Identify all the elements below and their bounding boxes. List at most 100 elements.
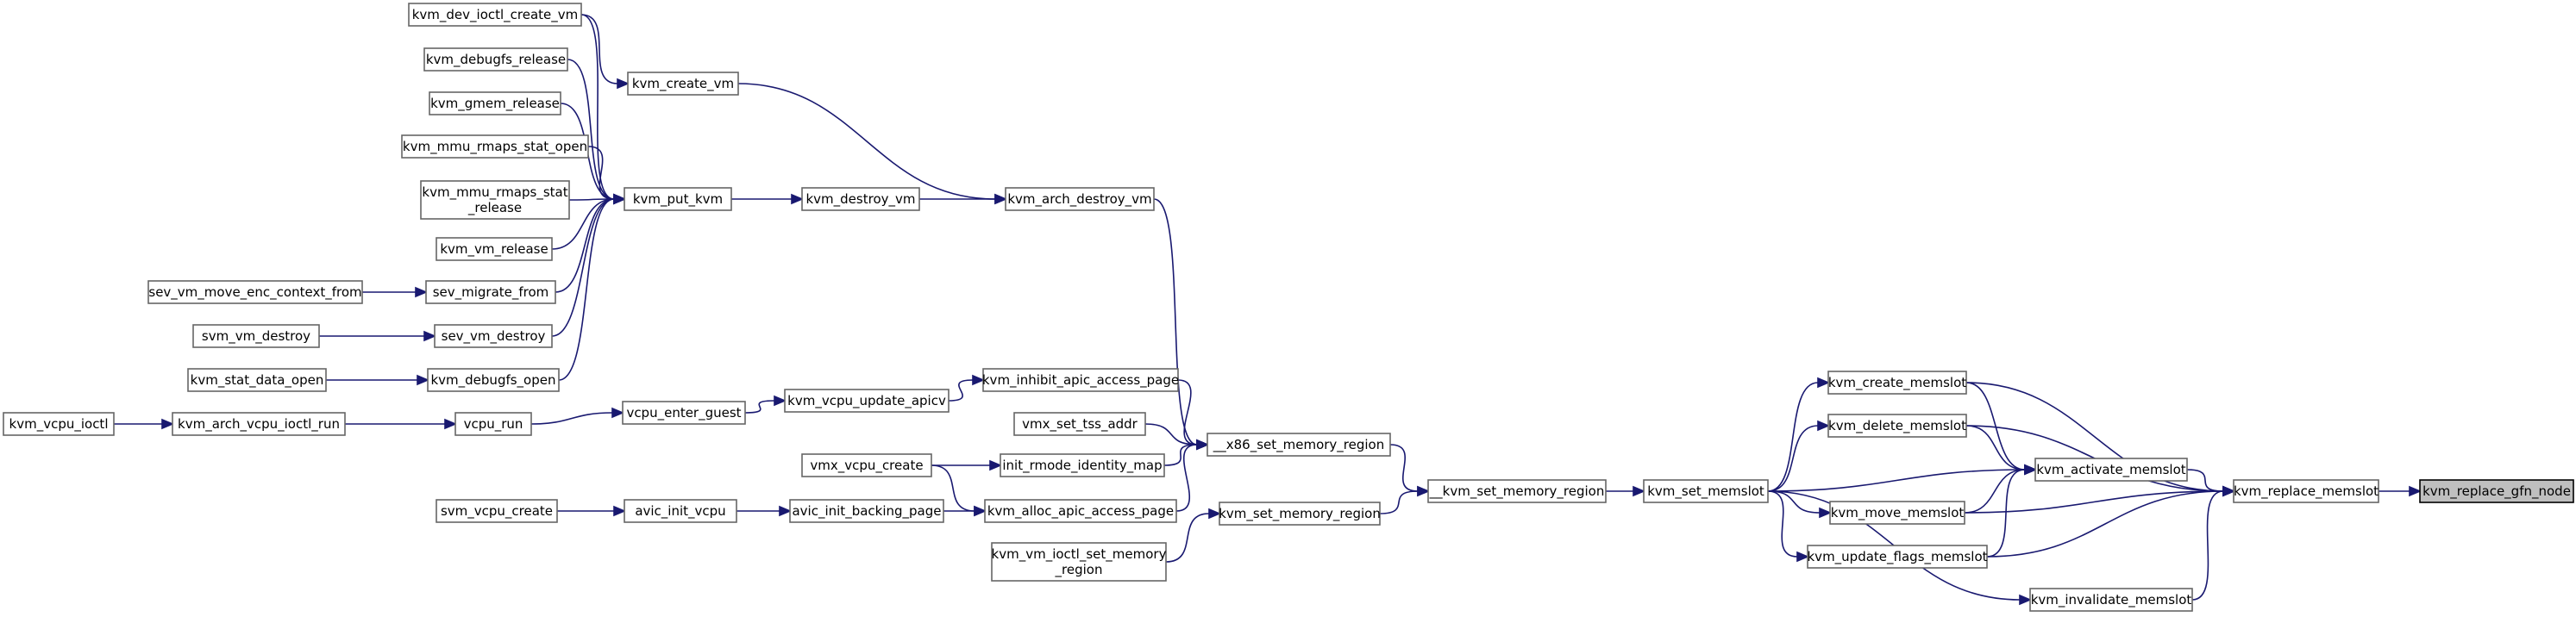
edge-vcpu-run-to-vcpu-enter-guest — [530, 407, 625, 425]
node-kvm-stat-data-open[interactable]: kvm_stat_data_open — [187, 368, 327, 392]
edge-line — [1153, 198, 1198, 446]
node-vmx-vcpu-create[interactable]: vmx_vcpu_create — [801, 453, 932, 477]
edge-line — [1767, 490, 1798, 558]
edge-arrowhead — [2222, 485, 2236, 497]
node-kvm-mmu-rmaps-stat-release[interactable]: kvm_mmu_rmaps_stat_release — [420, 180, 570, 220]
node-kvm-vm-ioctl-set-memory-region[interactable]: kvm_vm_ioctl_set_memory_region — [991, 542, 1167, 582]
node-label: _release — [467, 200, 522, 216]
node-avic-init-vcpu[interactable]: avic_init_vcpu — [624, 499, 737, 523]
node-vcpu-enter-guest[interactable]: vcpu_enter_guest — [622, 401, 746, 425]
edge-arrowhead — [2024, 464, 2038, 476]
edge-line — [737, 83, 996, 200]
edge-line — [555, 198, 615, 293]
node-init-rmode-identity-map[interactable]: init_rmode_identity_map — [1000, 453, 1165, 477]
edge-arrowhead — [417, 374, 430, 386]
node-box — [172, 412, 346, 436]
edge-arrowhead — [1196, 439, 1210, 451]
edge-line — [1177, 379, 1198, 446]
node-kvm-vcpu-update-apicv[interactable]: kvm_vcpu_update_apicv — [784, 389, 950, 413]
node-label: _region — [1055, 562, 1103, 578]
node-label: __x86_set_memory_region — [1213, 437, 1385, 453]
node-label: __kvm_set_memory_region — [1429, 483, 1605, 500]
node-kvm-invalidate-memslot[interactable]: kvm_invalidate_memslot — [2029, 588, 2193, 612]
node-kvm-set-memory-region-inner[interactable]: __kvm_set_memory_region — [1427, 479, 1607, 503]
edge-kvm-set-memslot-to-kvm-move-memslot — [1767, 490, 1833, 519]
edge-kvm-arch-destroy-vm-to-x86-set-memory-region — [1153, 198, 1210, 451]
edge-line — [931, 464, 975, 512]
node-kvm-debugfs-release[interactable]: kvm_debugfs_release — [423, 47, 568, 72]
node-kvm-activate-memslot[interactable]: kvm_activate_memslot — [2034, 458, 2188, 482]
node-kvm-arch-vcpu-ioctl-run[interactable]: kvm_arch_vcpu_ioctl_run — [172, 412, 346, 436]
edge-arrowhead — [972, 374, 986, 386]
node-box — [434, 324, 553, 348]
edge-line — [587, 146, 615, 200]
node-kvm-replace-gfn-node[interactable]: kvm_replace_gfn_node — [2419, 479, 2574, 503]
edge-arrowhead — [1796, 551, 1810, 563]
node-kvm-set-memory-region[interactable]: kvm_set_memory_region — [1219, 502, 1381, 526]
node-label: kvm_mmu_rmaps_stat_open — [403, 139, 587, 155]
edge-vmx-vcpu-create-to-init-rmode-identity-map — [931, 459, 1003, 471]
edge-kvm-dev-ioctl-create-vm-to-kvm-put-kvm — [580, 14, 627, 205]
edge-line — [530, 412, 613, 425]
node-avic-init-backing-page[interactable]: avic_init_backing_page — [789, 499, 944, 523]
node-kvm-destroy-vm[interactable]: kvm_destroy_vm — [801, 187, 920, 211]
node-kvm-dev-ioctl-create-vm[interactable]: kvm_dev_ioctl_create_vm — [408, 3, 582, 27]
node-svm-vcpu-create[interactable]: svm_vcpu_create — [436, 499, 558, 523]
node-box — [1427, 479, 1607, 503]
node-label: vmx_set_tss_addr — [1022, 416, 1138, 433]
edge-kvm-set-memslot-to-kvm-update-flags-memslot — [1767, 490, 1810, 563]
node-label: vmx_vcpu_create — [810, 458, 923, 474]
node-box — [1013, 412, 1146, 436]
node-vmx-set-tss-addr[interactable]: vmx_set_tss_addr — [1013, 412, 1146, 436]
edge-line — [1389, 444, 1419, 492]
edge-line — [1175, 444, 1198, 512]
node-kvm-create-memslot[interactable]: kvm_create_memslot — [1827, 371, 1967, 395]
edge-kvm-invalidate-memslot-to-kvm-replace-memslot — [2191, 485, 2236, 601]
edge-arrowhead — [791, 193, 805, 205]
edge-line — [558, 198, 615, 381]
node-label: kvm_move_memslot — [1831, 505, 1965, 521]
node-kvm-mmu-rmaps-stat-open[interactable]: kvm_mmu_rmaps_stat_open — [401, 134, 589, 159]
edge-kvm-replace-memslot-to-kvm-replace-gfn-node — [2379, 485, 2422, 497]
node-kvm-alloc-apic-access-page[interactable]: kvm_alloc_apic_access_page — [984, 499, 1177, 523]
node-box — [2034, 458, 2188, 482]
node-kvm-update-flags-memslot[interactable]: kvm_update_flags_memslot — [1807, 545, 1988, 569]
node-sev-vm-move-enc-context-from[interactable]: sev_vm_move_enc_context_from — [147, 280, 363, 304]
node-kvm-set-memslot[interactable]: kvm_set_memslot — [1643, 479, 1769, 503]
edge-arrowhead — [613, 505, 627, 517]
node-kvm-delete-memslot[interactable]: kvm_delete_memslot — [1827, 414, 1967, 438]
node-kvm-move-memslot[interactable]: kvm_move_memslot — [1829, 501, 1965, 525]
node-kvm-replace-memslot[interactable]: kvm_replace_memslot — [2233, 479, 2379, 503]
edge-line — [1964, 469, 2026, 514]
node-box — [984, 499, 1177, 523]
node-box — [991, 542, 1167, 582]
edge-kvm-debugfs-release-to-kvm-put-kvm — [567, 59, 627, 205]
node-label: svm_vcpu_create — [441, 503, 553, 520]
node-sev-migrate-from[interactable]: sev_migrate_from — [425, 280, 556, 304]
edge-arrowhead — [1817, 377, 1831, 389]
node-x86-set-memory-region[interactable]: __x86_set_memory_region — [1207, 433, 1391, 457]
node-label: kvm_gmem_release — [430, 96, 560, 112]
node-box — [789, 499, 944, 523]
node-kvm-put-kvm[interactable]: kvm_put_kvm — [624, 187, 732, 211]
node-box — [624, 499, 737, 523]
node-kvm-vcpu-ioctl[interactable]: kvm_vcpu_ioctl — [3, 412, 115, 436]
node-kvm-gmem-release[interactable]: kvm_gmem_release — [429, 91, 561, 115]
edge-avic-init-vcpu-to-avic-init-backing-page — [736, 505, 793, 517]
edge-kvm-dev-ioctl-create-vm-to-kvm-create-vm — [580, 14, 630, 90]
edge-arrowhead — [2409, 485, 2422, 497]
edge-kvm-destroy-vm-to-kvm-arch-destroy-vm — [919, 193, 1008, 205]
node-kvm-vm-release[interactable]: kvm_vm_release — [436, 237, 553, 261]
node-label: kvm_put_kvm — [633, 191, 723, 208]
node-label: kvm_create_memslot — [1828, 375, 1966, 391]
edge-arrowhead — [613, 193, 627, 205]
edge-line — [1965, 382, 2224, 492]
node-kvm-inhibit-apic-access-page[interactable]: kvm_inhibit_apic_access_page — [982, 368, 1179, 392]
node-kvm-arch-destroy-vm[interactable]: kvm_arch_destroy_vm — [1005, 187, 1155, 211]
node-vcpu-run[interactable]: vcpu_run — [454, 412, 532, 436]
node-kvm-create-vm[interactable]: kvm_create_vm — [627, 72, 739, 96]
node-svm-vm-destroy[interactable]: svm_vm_destroy — [192, 324, 320, 348]
node-kvm-debugfs-open[interactable]: kvm_debugfs_open — [427, 368, 560, 392]
node-label: sev_vm_destroy — [442, 328, 546, 345]
node-sev-vm-destroy[interactable]: sev_vm_destroy — [434, 324, 553, 348]
